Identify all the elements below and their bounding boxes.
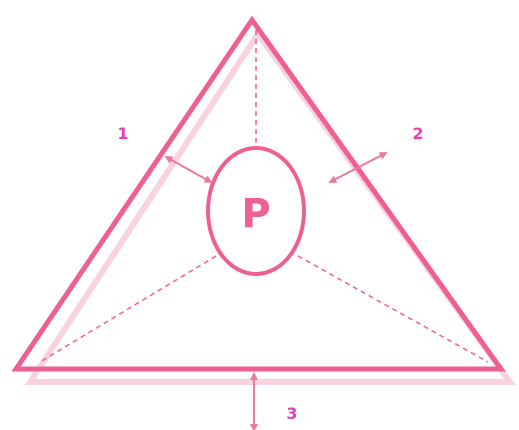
center-ellipse bbox=[206, 146, 306, 276]
center-letter: P bbox=[241, 191, 270, 237]
label-1: 1 bbox=[117, 124, 128, 143]
label-2: 2 bbox=[412, 124, 423, 143]
arrow-1 bbox=[164, 156, 213, 183]
dashed-line-right bbox=[297, 255, 489, 363]
arrow-2 bbox=[328, 152, 388, 183]
label-3: 3 bbox=[286, 404, 297, 423]
dashed-line-left bbox=[39, 255, 217, 363]
triangle-outline bbox=[11, 15, 506, 372]
